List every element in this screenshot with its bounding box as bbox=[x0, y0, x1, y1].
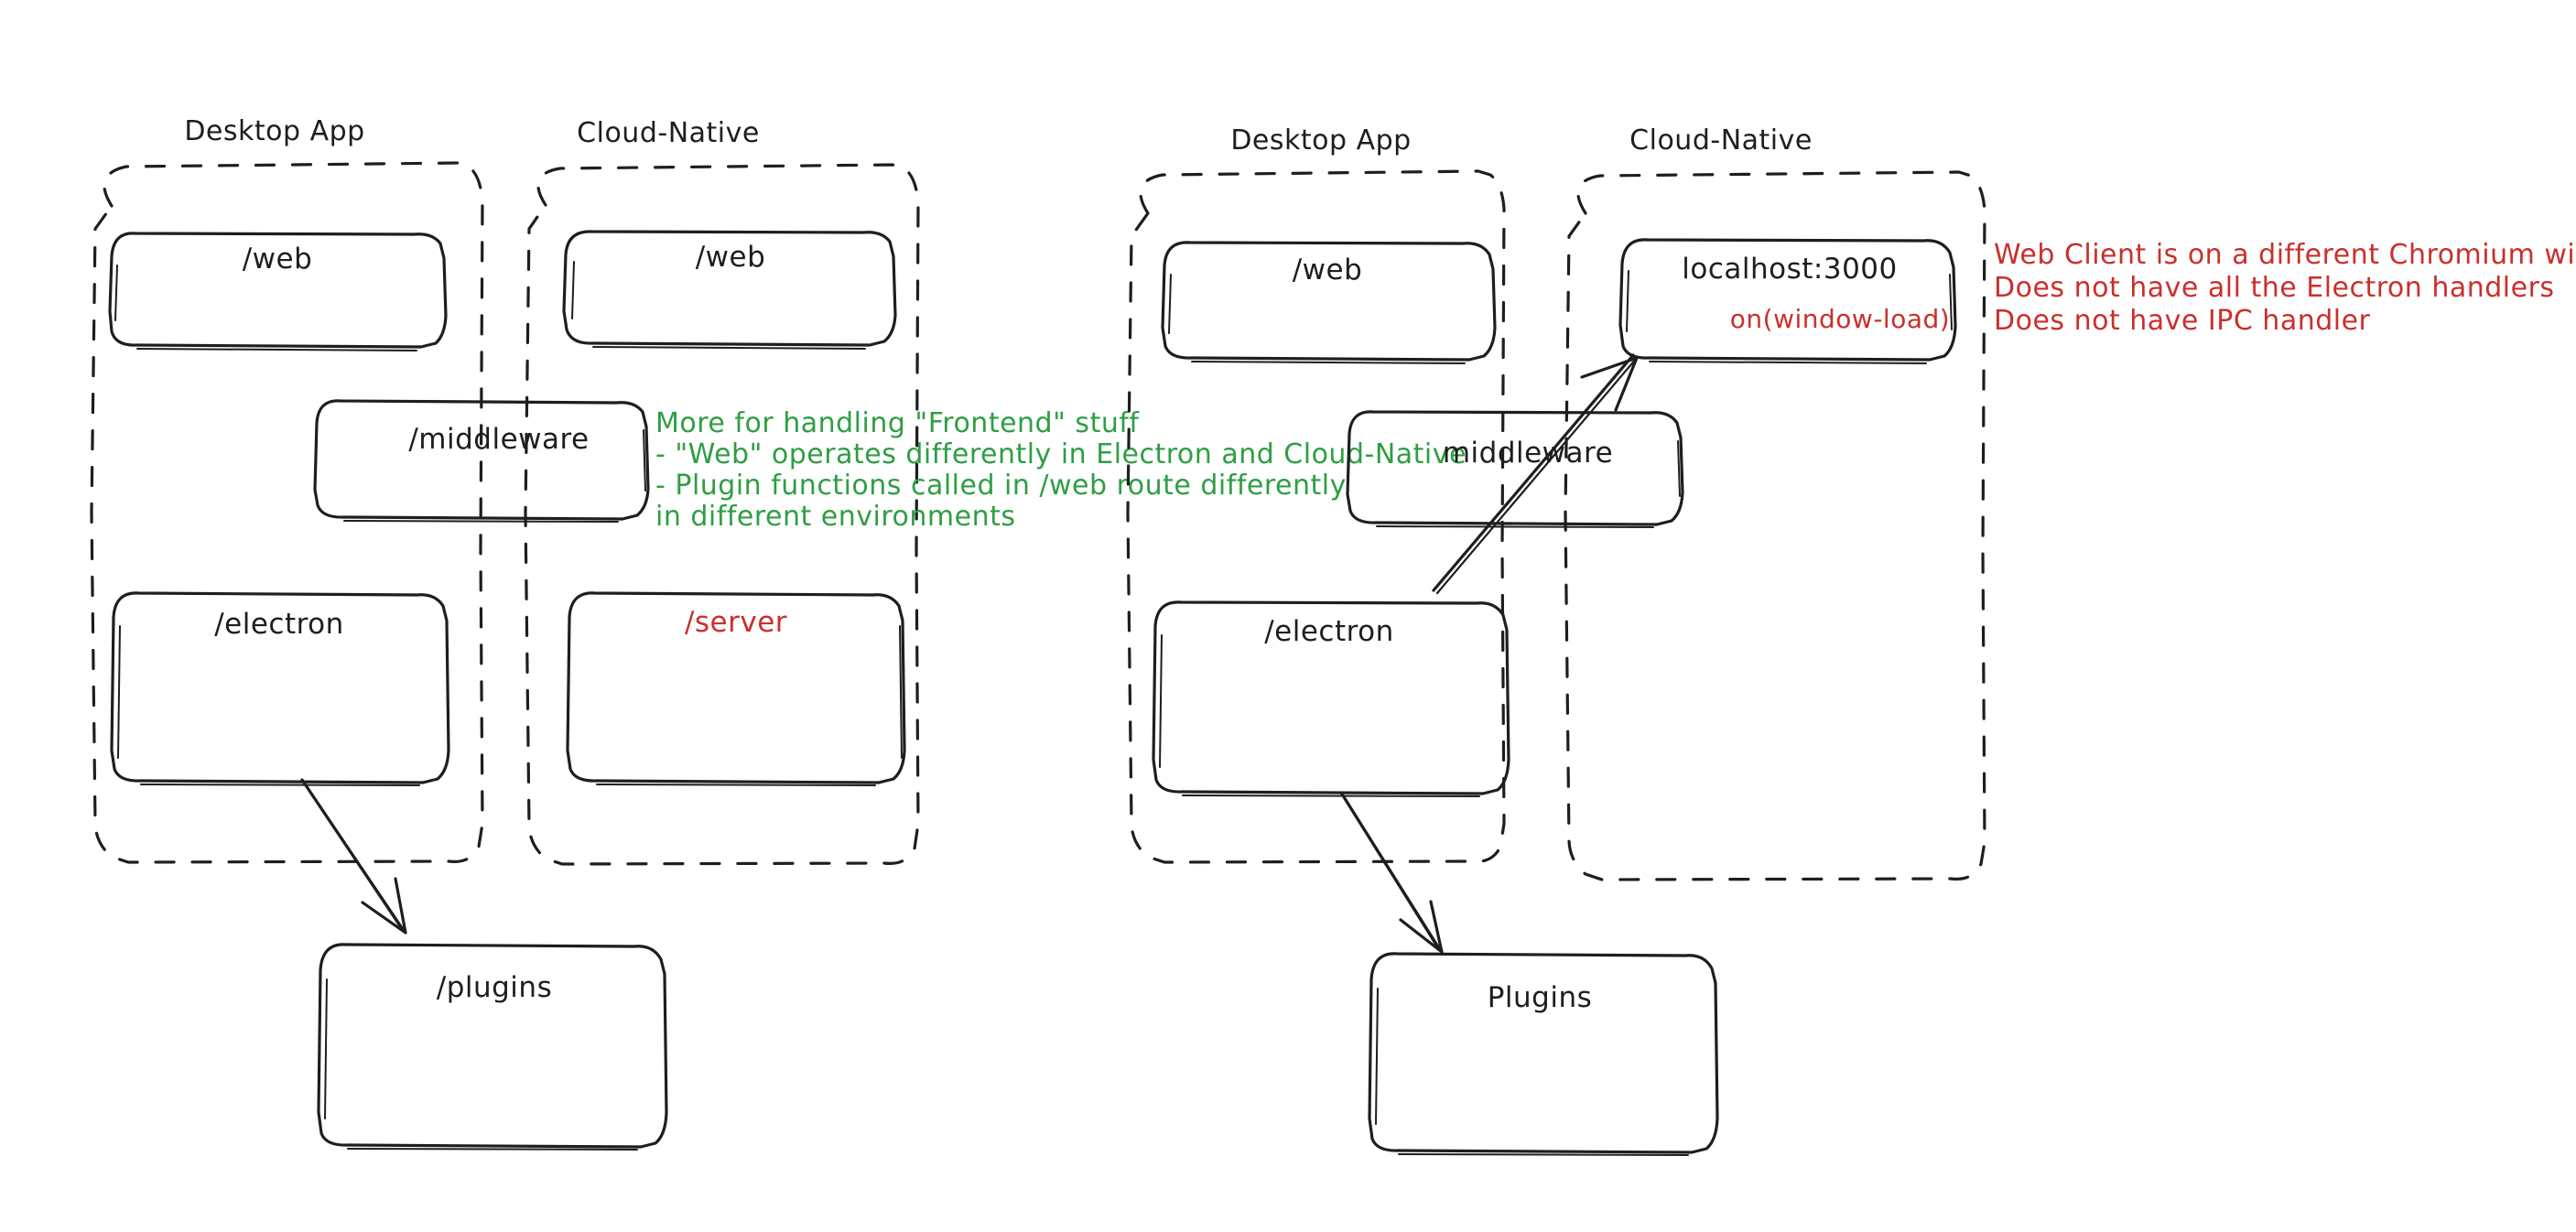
annotation-left-green-line-3: in different environments bbox=[655, 501, 1015, 533]
node-left-server-shape bbox=[566, 591, 906, 784]
node-left-plugins-shape-shadow bbox=[324, 978, 638, 1151]
node-right-plugins-shape-shadow bbox=[1375, 988, 1689, 1156]
group-left-cloud-native-border bbox=[524, 163, 920, 866]
arrow-right-electron-to-localhost bbox=[1432, 353, 1639, 595]
node-right-middleware-label: middleware bbox=[1443, 437, 1613, 470]
node-left-cloud-web[interactable]: /web bbox=[562, 230, 897, 350]
panel-left: Desktop App Cloud-Native /web /web /midd… bbox=[90, 115, 1467, 1151]
node-left-desktop-web[interactable]: /web bbox=[108, 232, 448, 351]
annotation-left-green-note: More for handling "Frontend" stuff - "We… bbox=[655, 407, 1467, 533]
node-left-cloud-web-shape-shadow bbox=[571, 261, 866, 350]
annotation-right-red-note: Web Client is on a different Chromium wi… bbox=[1994, 239, 2576, 337]
group-left-desktop-app-label: Desktop App bbox=[184, 115, 364, 147]
group-left-cloud-native-label: Cloud-Native bbox=[577, 117, 760, 149]
node-right-plugins-label: Plugins bbox=[1488, 981, 1593, 1014]
panel-right: Desktop App Cloud-Native /web localhost:… bbox=[1126, 124, 2576, 1156]
group-right-cloud-native[interactable]: Cloud-Native bbox=[1564, 124, 1986, 881]
node-right-plugins-shape bbox=[1368, 952, 1719, 1154]
node-left-plugins[interactable]: /plugins bbox=[317, 943, 668, 1151]
arrow-right-electron-to-plugins bbox=[1339, 791, 1444, 954]
node-left-desktop-web-label: /web bbox=[243, 243, 313, 276]
node-right-electron-label: /electron bbox=[1264, 615, 1394, 648]
node-right-desktop-web-label: /web bbox=[1293, 254, 1363, 286]
annotation-right-red-line-1: Does not have all the Electron handlers bbox=[1994, 272, 2555, 304]
node-right-localhost-shape-shadow bbox=[1626, 270, 1953, 364]
node-left-server[interactable]: /server bbox=[566, 591, 906, 786]
group-right-cloud-native-label: Cloud-Native bbox=[1629, 124, 1813, 157]
node-right-desktop-web-shape-shadow bbox=[1168, 274, 1466, 364]
group-right-cloud-native-border bbox=[1564, 170, 1986, 881]
node-right-electron-shape bbox=[1152, 600, 1510, 795]
node-left-desktop-web-shape bbox=[108, 232, 448, 349]
node-left-electron-shape-shadow bbox=[117, 625, 420, 786]
node-left-plugins-shape bbox=[317, 943, 668, 1149]
node-left-cloud-web-shape bbox=[562, 230, 897, 347]
node-right-middleware-shape bbox=[1346, 410, 1684, 526]
group-right-desktop-app-border bbox=[1126, 169, 1506, 864]
node-right-electron-shape-shadow bbox=[1159, 634, 1480, 797]
node-left-cloud-web-label: /web bbox=[696, 241, 766, 274]
node-right-middleware-shape-shadow bbox=[1376, 440, 1681, 528]
node-left-middleware-shape bbox=[313, 399, 650, 521]
node-right-localhost-sublabel: on(window-load) bbox=[1730, 304, 1950, 334]
node-right-localhost-shape bbox=[1618, 238, 1957, 362]
group-left-cloud-native[interactable]: Cloud-Native bbox=[524, 117, 920, 866]
node-left-electron-label: /electron bbox=[214, 608, 344, 641]
node-right-electron[interactable]: /electron bbox=[1152, 600, 1510, 797]
group-right-desktop-app-label: Desktop App bbox=[1230, 124, 1411, 157]
node-left-middleware-shape-shadow bbox=[343, 429, 646, 523]
node-right-localhost[interactable]: localhost:3000 on(window-load) bbox=[1618, 238, 1957, 364]
group-right-desktop-app[interactable]: Desktop App bbox=[1126, 124, 1506, 864]
group-left-desktop-app[interactable]: Desktop App bbox=[90, 115, 484, 864]
node-left-server-shape-shadow bbox=[596, 625, 903, 786]
annotation-right-red-line-0: Web Client is on a different Chromium wi… bbox=[1994, 239, 2576, 271]
node-left-middleware-label: /middleware bbox=[408, 423, 589, 456]
arrow-left-electron-to-plugins bbox=[300, 778, 407, 935]
node-left-electron[interactable]: /electron bbox=[110, 591, 450, 786]
annotation-left-green-line-0: More for handling "Frontend" stuff bbox=[655, 407, 1140, 439]
node-left-server-label: /server bbox=[685, 606, 787, 639]
annotation-right-red-line-2: Does not have IPC handler bbox=[1994, 305, 2371, 337]
annotation-left-green-line-1: - "Web" operates differently in Electron… bbox=[655, 438, 1467, 470]
node-right-plugins[interactable]: Plugins bbox=[1368, 952, 1719, 1156]
node-right-localhost-label: localhost:3000 bbox=[1682, 253, 1898, 286]
node-right-desktop-web-shape bbox=[1161, 241, 1497, 362]
node-right-desktop-web[interactable]: /web bbox=[1161, 241, 1497, 364]
group-left-desktop-app-border bbox=[90, 161, 484, 864]
annotation-left-green-line-2: - Plugin functions called in /web route … bbox=[655, 470, 1347, 502]
node-left-middleware[interactable]: /middleware bbox=[313, 399, 650, 523]
node-left-electron-shape bbox=[110, 591, 450, 784]
node-right-middleware[interactable]: middleware bbox=[1346, 410, 1684, 528]
node-left-plugins-label: /plugins bbox=[437, 971, 552, 1004]
node-left-desktop-web-shape-shadow bbox=[114, 265, 417, 351]
